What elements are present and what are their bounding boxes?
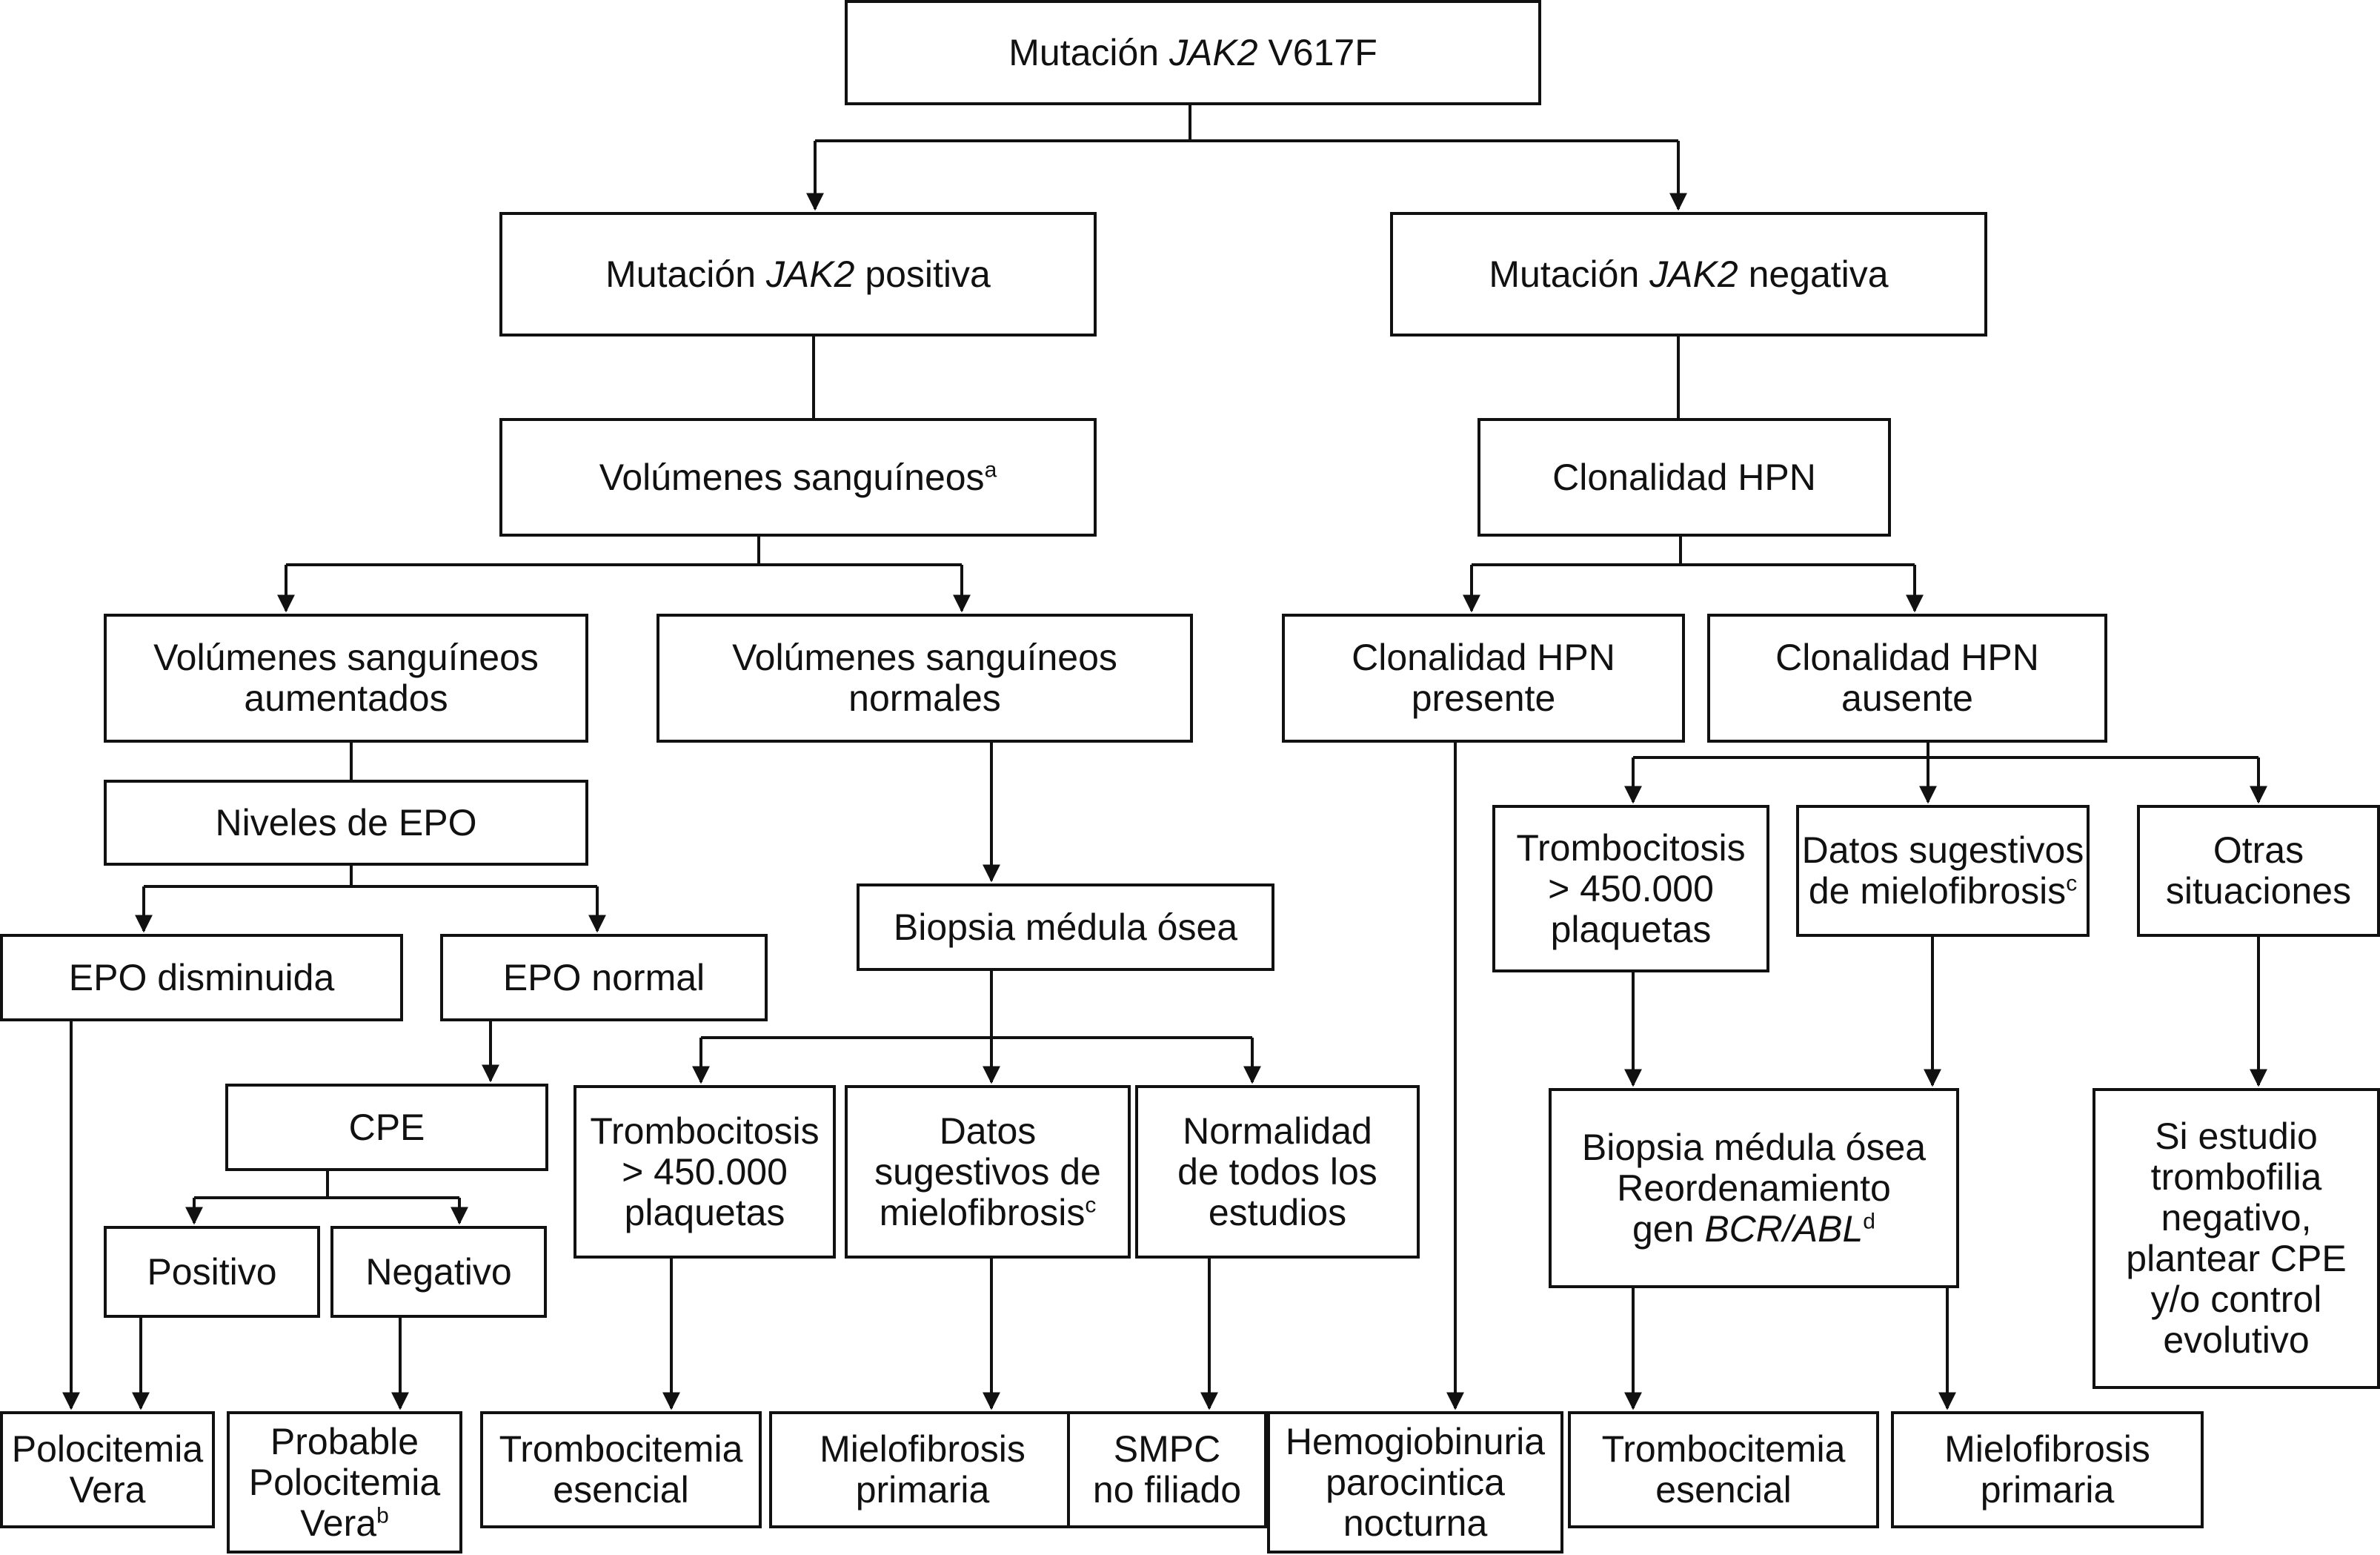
node-clonalidad-hpn: Clonalidad HPN [1477,418,1891,537]
node-epo-disminuida: EPO disminuida [0,934,403,1021]
node-epo-normal: EPO normal [440,934,768,1021]
node-niveles-epo: Niveles de EPO [104,780,588,866]
node-negativo: Negativo [330,1226,547,1318]
node-positivo: Positivo [104,1226,320,1318]
node-biopsia-medula-1: Biopsia médula ósea [857,883,1274,971]
node-jak2-negativa: Mutación JAK2 negativa [1390,212,1987,336]
node-cpe: CPE [225,1084,548,1171]
node-root: Mutación JAK2 V617F [845,0,1541,105]
node-volumenes-sanguineos: Volúmenes sanguíneosa [499,418,1097,537]
node-jak2-positiva: Mutación JAK2 positiva [499,212,1097,336]
